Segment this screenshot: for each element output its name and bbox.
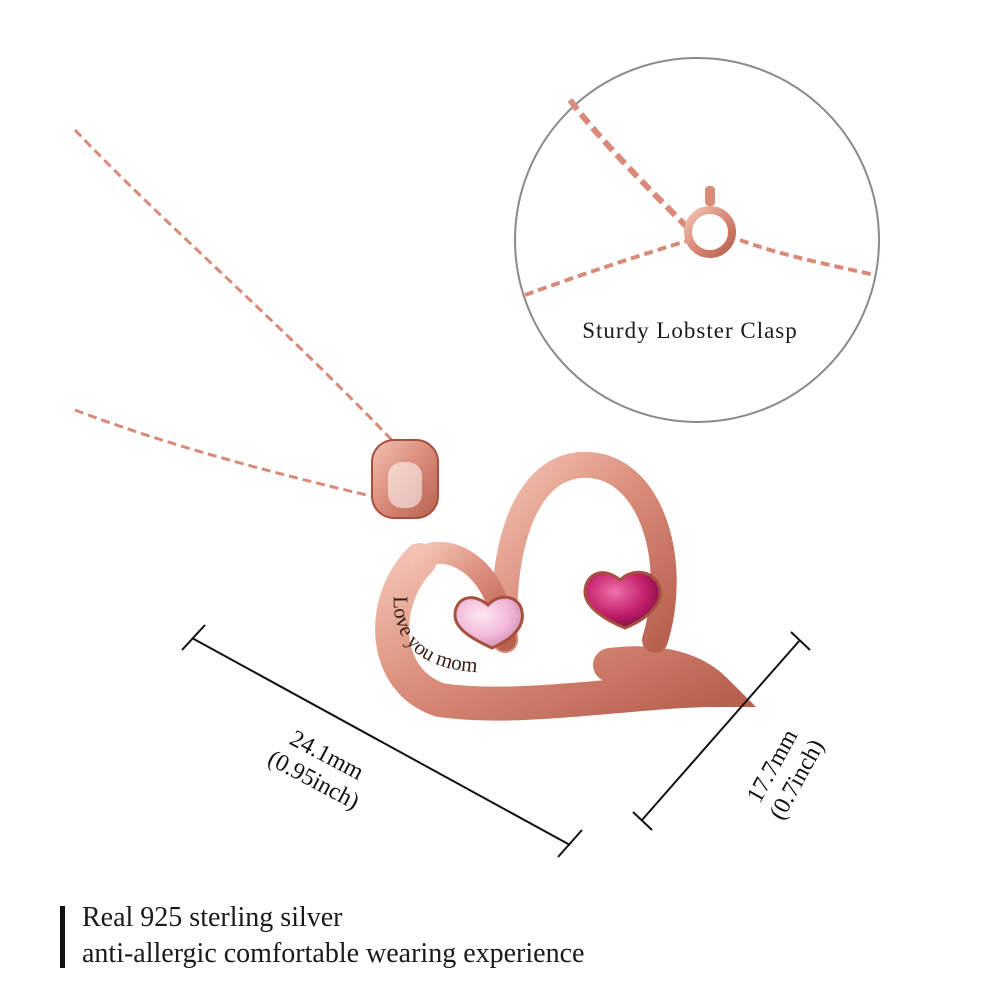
- necklace-chain: [73, 128, 422, 507]
- feature-accent-bar: [60, 906, 65, 968]
- feature-line-2: anti-allergic comfortable wearing experi…: [82, 938, 585, 969]
- pink-heart-stone: [453, 595, 524, 650]
- pendant-bail: [371, 439, 439, 519]
- height-dimension-line: [632, 631, 811, 831]
- feature-line-1: Real 925 sterling silver: [82, 902, 343, 933]
- feature-text: Real 925 sterling silver anti-allergic c…: [82, 900, 584, 972]
- clasp-inset: [514, 57, 880, 423]
- magenta-heart-stone: [583, 570, 662, 630]
- width-dimension-line: [181, 624, 583, 858]
- lobster-clasp-icon: [684, 206, 736, 258]
- clasp-label: Sturdy Lobster Clasp: [582, 318, 798, 343]
